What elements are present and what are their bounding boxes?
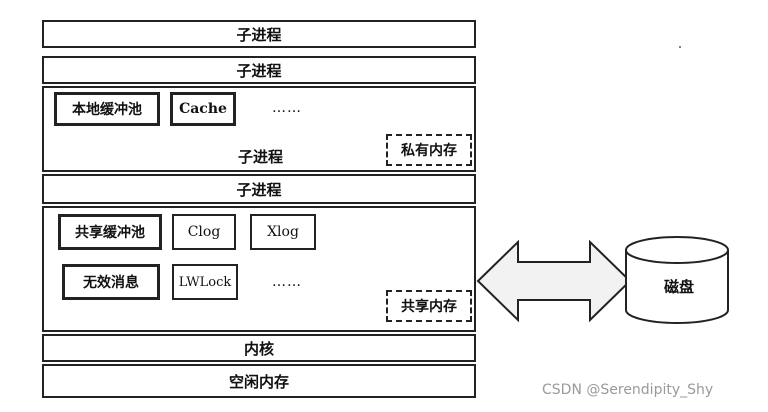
child-process-label: 子进程 [236,180,282,199]
child-process-label: 子进程 [236,25,282,44]
kernel-label: 内核 [243,339,274,358]
child-process-band-2: 子进程 [42,56,476,84]
private-memory-label: 私有内存 [401,143,457,159]
double-arrow-icon [476,239,632,323]
invalidation-message-box: 无效消息 [62,264,160,300]
private-memory-tag: 私有内存 [386,134,472,166]
shared-buffer-pool-label: 共享缓冲池 [75,225,145,241]
child-process-band-1: 子进程 [42,20,476,48]
clog-box: Clog [172,214,236,250]
shared-memory-tag: 共享内存 [386,290,472,322]
child-process-band-3: 子进程 [42,174,476,204]
private-child-process-label: 子进程 [238,148,284,166]
clog-label: Clog [187,224,221,240]
shared-memory-label: 共享内存 [401,299,457,315]
local-buffer-pool-label: 本地缓冲池 [72,102,142,118]
free-memory-band: 空闲内存 [42,364,476,398]
xlog-box: Xlog [250,214,316,250]
private-ellipsis: …… [272,100,302,116]
disk-cylinder-icon [625,236,729,324]
xlog-label: Xlog [267,224,299,240]
lwlock-label: LWLock [178,274,232,290]
child-process-label: 子进程 [236,61,282,80]
local-buffer-pool-box: 本地缓冲池 [54,92,160,126]
lwlock-box: LWLock [172,264,238,300]
cache-label: Cache [179,101,227,117]
free-memory-label: 空闲内存 [228,372,289,391]
kernel-band: 内核 [42,334,476,362]
stray-dot [679,46,681,48]
disk-label: 磁盘 [664,278,695,296]
shared-ellipsis: …… [272,274,302,290]
watermark: CSDN @Serendipity_Shy [542,382,714,398]
shared-buffer-pool-box: 共享缓冲池 [58,214,162,250]
cache-box: Cache [170,92,236,126]
invalidation-message-label: 无效消息 [83,275,139,291]
